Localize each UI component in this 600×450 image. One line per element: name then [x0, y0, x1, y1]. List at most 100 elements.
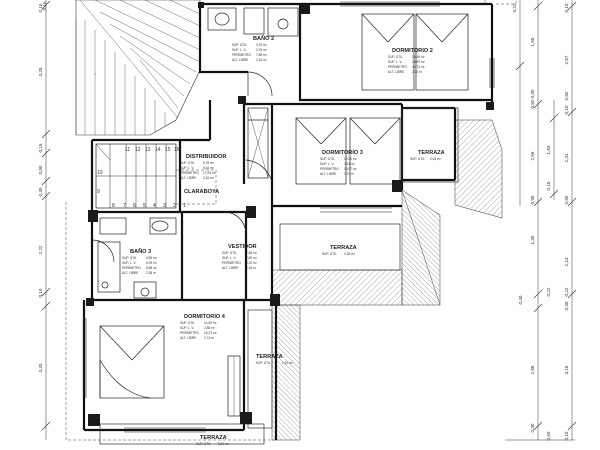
room-bano-2: BAÑO 2 SUP. ÚTIL 3,76 m² SUP. L. V. 3,76…	[232, 35, 274, 62]
svg-text:SUP. L. V.: SUP. L. V.	[122, 261, 136, 265]
room-name: DISTRIBUIDOR	[186, 154, 226, 160]
svg-text:6,00 m²: 6,00 m²	[246, 261, 257, 265]
roof-top-left: ↓	[75, 0, 201, 136]
svg-text:2,63 m²: 2,63 m²	[430, 157, 441, 161]
dim-right-inner-2: 0,15	[546, 181, 551, 190]
svg-text:SUP. L. V.: SUP. L. V.	[388, 60, 402, 64]
stair-num-9: 9	[97, 189, 100, 195]
svg-text:3,76 m²: 3,76 m²	[256, 43, 267, 47]
room-name: TERRAZA	[330, 245, 357, 251]
svg-text:ALT. LIBRE: ALT. LIBRE	[320, 172, 336, 176]
svg-text:PERÍMETRO: PERÍMETRO	[320, 167, 339, 171]
room-dormitorio-3: DORMITORIO 3 SUP. ÚTIL 10,00 m² SUP. L. …	[320, 150, 363, 176]
svg-text:2,38 m: 2,38 m	[146, 271, 156, 275]
svg-text:ALT. LIBRE: ALT. LIBRE	[232, 58, 248, 62]
dim-left-2: 0,15	[38, 143, 43, 152]
svg-text:SUP. ÚTIL: SUP. ÚTIL	[222, 250, 237, 255]
svg-text:SUP. ÚTIL: SUP. ÚTIL	[196, 441, 211, 446]
svg-text:SUP. ÚTIL: SUP. ÚTIL	[122, 255, 137, 260]
svg-text:6,55 m²: 6,55 m²	[146, 256, 157, 260]
room-name: BAÑO 3	[130, 248, 151, 255]
svg-text:SUP. ÚTIL: SUP. ÚTIL	[232, 42, 247, 47]
stair-num-4: 4	[153, 203, 156, 209]
claraboya-label: CLARABOYA	[184, 189, 219, 195]
dim-right-outer-3: 0,82	[564, 91, 569, 100]
stair-num-1: 1	[183, 203, 186, 209]
svg-text:SUP. L. V.: SUP. L. V.	[222, 256, 236, 260]
svg-text:SUP. L. V.: SUP. L. V.	[232, 48, 246, 52]
dim-right-outer-8: 0,22	[564, 287, 569, 296]
svg-text:SUP. ÚTIL: SUP. ÚTIL	[388, 54, 403, 59]
dim-right-mid-7: 0,40	[518, 295, 523, 304]
dim-right-outer-7: 2,13	[564, 257, 569, 266]
svg-text:ALT. LIBRE: ALT. LIBRE	[388, 70, 404, 74]
svg-text:ALT. LIBRE: ALT. LIBRE	[180, 336, 196, 340]
stair-num-7: 7	[123, 203, 126, 209]
stair-num-12: 12	[135, 147, 141, 153]
room-name: VESTIDOR	[228, 244, 257, 250]
room-terraza-2: TERRAZA SUP. ÚTIL 4,28 m²	[322, 245, 357, 256]
columns	[86, 2, 494, 426]
svg-text:ALT. LIBRE: ALT. LIBRE	[122, 271, 138, 275]
room-name: TERRAZA	[418, 150, 445, 156]
stair-num-10: 10	[97, 170, 103, 176]
dim-right-mid-4: 2,56	[530, 151, 535, 160]
svg-text:6,78 m²: 6,78 m²	[203, 161, 214, 165]
svg-text:SUP. ÚTIL: SUP. ÚTIL	[256, 360, 271, 365]
svg-text:PERÍMETRO: PERÍMETRO	[232, 53, 251, 57]
dim-left-5: 2,22	[38, 245, 43, 254]
dim-right-outer-5: 2,41	[564, 153, 569, 162]
svg-text:6,93 m²: 6,93 m²	[146, 261, 157, 265]
room-name: BAÑO 2	[253, 35, 274, 42]
stair-numbers: 10 11 12 13 14 15 16 9 8 7 6 5 4 3 2 1	[97, 147, 186, 209]
roof-right	[271, 119, 503, 306]
dim-left-6: 0,10	[38, 288, 43, 297]
stair-num-2: 2	[173, 203, 176, 209]
stair-num-8: 8	[112, 203, 115, 209]
dim-right-mid-1: 1,55	[530, 37, 535, 46]
svg-text:2,34 m: 2,34 m	[246, 266, 256, 270]
dim-right-mid-9: 0,30	[530, 423, 535, 432]
dim-right-outer-4: 0,10	[564, 105, 569, 114]
svg-text:PERÍMETRO: PERÍMETRO	[388, 65, 407, 69]
svg-text:PERÍMETRO: PERÍMETRO	[222, 261, 241, 265]
room-name: TERRAZA	[200, 435, 227, 441]
svg-text:ALT. LIBRE: ALT. LIBRE	[222, 266, 238, 270]
room-distribuidor: DISTRIBUIDOR SUP. ÚTIL 6,78 m² SUP. L. V…	[180, 154, 226, 195]
svg-text:SUP. L. V.: SUP. L. V.	[180, 326, 194, 330]
svg-text:16,23 m²: 16,23 m²	[204, 331, 217, 335]
right-dimension-lines: 0,10 2,57 0,82 0,10 2,41 0,90 2,13 0,22 …	[42, 0, 577, 440]
room-dormitorio-4: DORMITORIO 4 SUP. ÚTIL 14,05 m² SUP. L. …	[180, 314, 226, 340]
room-name: DORMITORIO 3	[322, 150, 363, 156]
room-name: TERRAZA	[256, 354, 283, 360]
left-dimension-line: 3,28 0,15 0,80 0,30 2,22 0,10 3,33 0,15	[38, 0, 51, 440]
svg-text:2,34 m²: 2,34 m²	[256, 58, 267, 62]
room-terraza-1: TERRAZA SUP. ÚTIL 2,63 m²	[410, 150, 445, 161]
room-name: DORMITORIO 4	[184, 314, 226, 320]
dim-right-outer-11: 0,10	[564, 431, 569, 440]
dim-top-1: 0,15	[42, 1, 47, 10]
svg-text:8,58 m²: 8,58 m²	[146, 266, 157, 270]
svg-text:1,51 m²: 1,51 m²	[282, 361, 293, 365]
svg-text:2,56 m²: 2,56 m²	[246, 251, 257, 255]
dim-right-mid-5: 0,90	[530, 195, 535, 204]
stair-num-6: 6	[133, 203, 136, 209]
dim-right-inner-1: 1,63	[546, 145, 551, 154]
dim-left-8: 0,15	[38, 3, 43, 12]
svg-text:SUP. L. V.: SUP. L. V.	[320, 162, 334, 166]
room-terraza-3: TERRAZA SUP. ÚTIL 1,51 m²	[256, 354, 293, 365]
dim-left-4: 0,30	[38, 187, 43, 196]
stair-num-15: 15	[165, 147, 171, 153]
svg-text:2,80 m²: 2,80 m²	[246, 256, 257, 260]
svg-text:PERÍMETRO: PERÍMETRO	[180, 331, 199, 335]
dim-left-7: 3,33	[38, 363, 43, 372]
dim-left-1: 3,28	[38, 67, 43, 76]
room-name: DORMITORIO 2	[392, 48, 433, 54]
svg-text:3,76 m²: 3,76 m²	[256, 48, 267, 52]
room-dormitorio-2: DORMITORIO 2 SUP. ÚTIL 15,48 m² SUP. L. …	[388, 48, 433, 74]
svg-text:2,74 m: 2,74 m	[204, 336, 214, 340]
dim-right-outer-2: 2,57	[564, 55, 569, 64]
svg-text:13,07 m²: 13,07 m²	[344, 167, 357, 171]
dim-right-mid-8: 2,88	[530, 365, 535, 374]
dim-right-inner-4: 0,50	[546, 431, 551, 440]
